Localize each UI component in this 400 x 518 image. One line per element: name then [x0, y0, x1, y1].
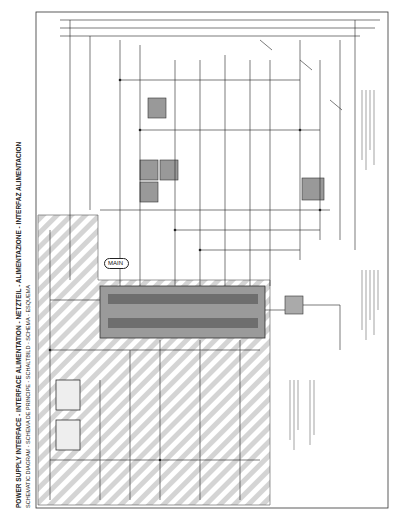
transformer: [56, 380, 80, 410]
board-tag: MAIN: [104, 258, 129, 269]
junction-dots: [49, 79, 322, 462]
note-lines: [290, 90, 378, 450]
module: [140, 160, 158, 180]
ic-block: [285, 296, 303, 314]
hatched-primary-area: [38, 215, 270, 505]
wiring: [50, 20, 380, 500]
module: [140, 182, 158, 202]
connector-board: [100, 286, 265, 338]
diagram-title: POWER SUPPLY INTERFACE - INTERFACE ALIME…: [16, 142, 23, 508]
node-text: MAIN: [108, 260, 125, 267]
module: [148, 98, 166, 118]
transformer: [56, 420, 80, 450]
diagram-caption: SCHEMATIC DIAGRAM - SCHEMA DE PRINCIPE -…: [26, 285, 32, 508]
connector-row: [108, 294, 258, 304]
connector-row: [108, 318, 258, 328]
frame: [36, 12, 388, 508]
module: [302, 178, 324, 200]
